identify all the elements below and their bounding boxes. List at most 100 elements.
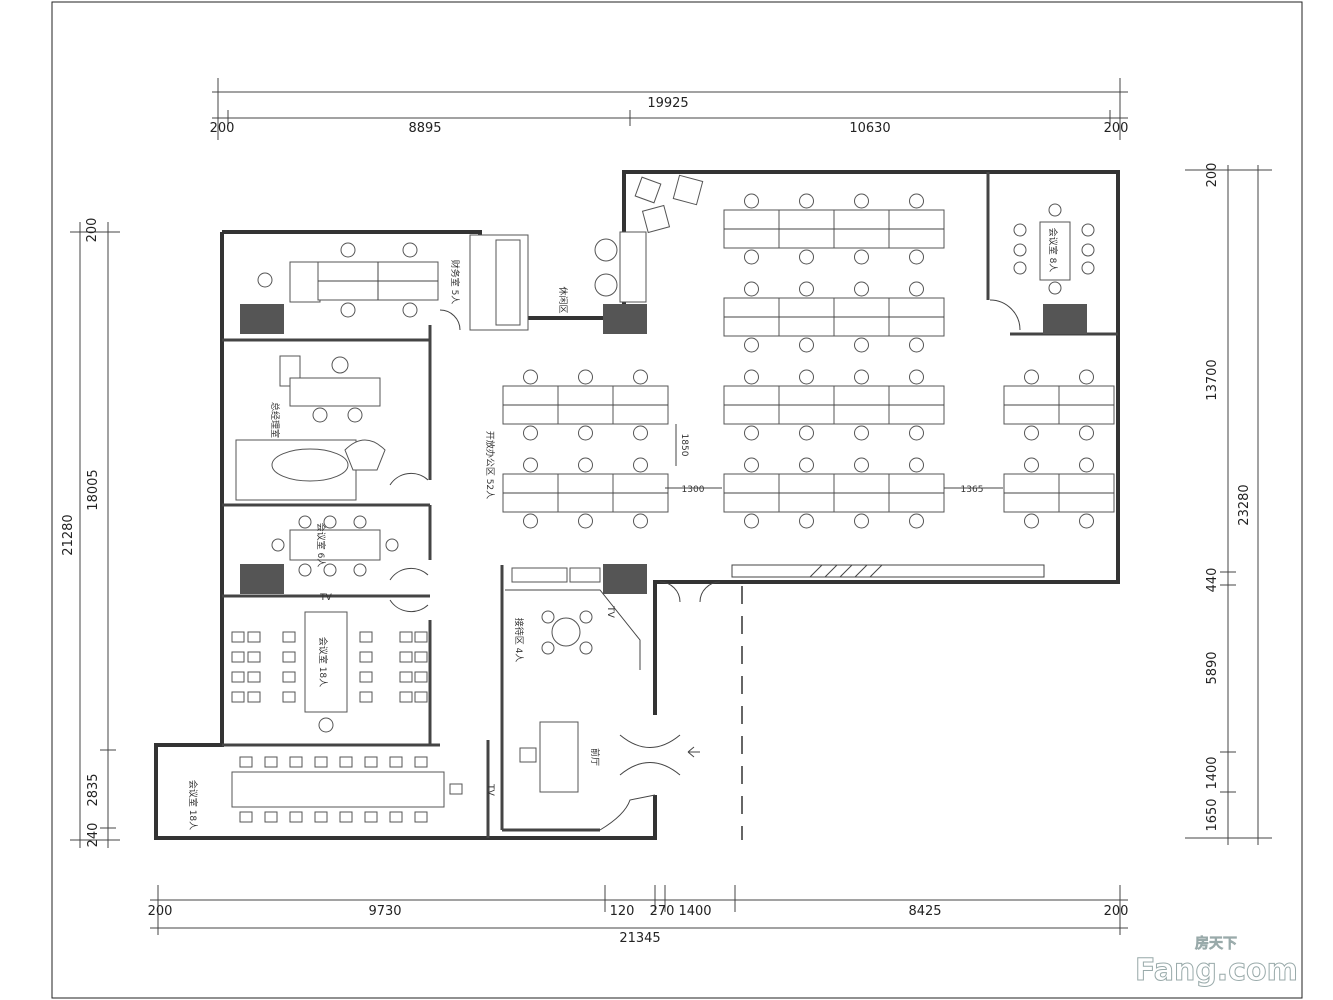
label-finance: 财务室 5人 (449, 260, 461, 305)
dim-left-seg-2: 18005 (86, 469, 101, 510)
desk-chair (909, 457, 924, 473)
dim-bottom-seg-4: 270 (650, 904, 675, 919)
desk-chair (799, 457, 814, 473)
watermark-cn: 房天下 (1195, 935, 1237, 952)
dim-left-total: 21280 (61, 514, 76, 555)
desk-chair (799, 193, 814, 209)
desk-chair (854, 457, 869, 473)
dim-top-seg-4: 200 (1104, 121, 1129, 136)
meeting-room-bottom: 会议室 18人 TV (187, 756, 495, 830)
dim-top-seg-2: 8895 (408, 121, 441, 136)
desk-chair (744, 369, 759, 385)
dim-right-seg-3: 440 (1205, 568, 1220, 593)
dim-top-seg-3: 10630 (849, 121, 890, 136)
desk-chair (523, 513, 538, 529)
dim-right-seg-6: 1650 (1205, 798, 1220, 831)
desk-chair (744, 425, 759, 441)
left-dimensions: 200 18005 2835 240 21280 (61, 218, 120, 848)
watermark-brand: Fang.com (1135, 953, 1298, 988)
bottom-dimensions: 200 9730 120 270 1400 8425 200 21345 (148, 885, 1129, 946)
label-meeting-8: 会议室 8人 (1047, 228, 1059, 273)
reception-area: 接待区 4人 TV (505, 567, 641, 670)
desk-chair (1079, 369, 1094, 385)
lounge-area: 休闲区 (557, 174, 704, 314)
dim-bottom-seg-2: 9730 (368, 904, 401, 919)
meeting-room-6: 会议室 6人 (271, 515, 399, 577)
desk-chair (1024, 369, 1039, 385)
desk-chair (633, 369, 648, 385)
desk-chair (1079, 425, 1094, 441)
desk-chair (523, 425, 538, 441)
desk-chair (1079, 513, 1094, 529)
dim-right-total: 23280 (1237, 484, 1252, 525)
dim-top-total: 19925 (647, 96, 688, 111)
gm-room: 总经理室 (235, 355, 386, 501)
entry (659, 581, 743, 840)
dim-left-seg-3: 2835 (86, 773, 101, 806)
dim-gap-2: 1365 (961, 485, 984, 495)
dim-right-seg-2: 13700 (1205, 359, 1220, 400)
desk-chair (909, 425, 924, 441)
label-meeting-bottom: 会议室 18人 (187, 780, 199, 830)
desk-chair (744, 337, 759, 353)
desk-chair (578, 425, 593, 441)
partitions (222, 172, 1118, 838)
desk-chair (799, 425, 814, 441)
lounge-cabinet (469, 231, 647, 331)
desk-chair (799, 281, 814, 297)
desk-chair (854, 337, 869, 353)
desk-chair (909, 513, 924, 529)
label-front-desk: 前厅 (589, 748, 601, 766)
dim-gap-1: 1300 (682, 485, 705, 495)
desk-chair (909, 281, 924, 297)
desk-chair (744, 249, 759, 265)
desk-chair (799, 337, 814, 353)
desk-chair (799, 249, 814, 265)
label-tv-1: TV (319, 593, 332, 603)
label-general-manager: 总经理室 (269, 402, 281, 438)
glazing (731, 564, 1045, 578)
desk-chair (909, 249, 924, 265)
desk-chair (744, 193, 759, 209)
desk-chair (799, 369, 814, 385)
desk-chair (633, 457, 648, 473)
meeting-room-8: 会议室 8人 (989, 203, 1095, 331)
desk-chair (1079, 457, 1094, 473)
desk-chair (854, 425, 869, 441)
desk-chair (578, 457, 593, 473)
desk-chair (909, 193, 924, 209)
label-meeting-large: 会议室 18人 (317, 637, 329, 687)
front-desk-area: 前厅 (519, 721, 700, 831)
dim-gap-3: 1850 (679, 434, 689, 457)
dim-left-seg-1: 200 (85, 218, 100, 243)
label-meeting-small: 会议室 6人 (315, 523, 327, 568)
label-reception: 接待区 4人 (513, 618, 525, 663)
desk-chair (854, 281, 869, 297)
label-lounge: 休闲区 (557, 286, 569, 313)
desk-chair (799, 513, 814, 529)
desk-chair (854, 193, 869, 209)
dim-bottom-seg-7: 200 (1104, 904, 1129, 919)
finance-room: 财务室 5人 (257, 242, 461, 318)
desk-chair (909, 337, 924, 353)
desk-chair (744, 513, 759, 529)
desk-chair (854, 369, 869, 385)
desk-chair (909, 369, 924, 385)
meeting-room-18: TV 会议室 18人 (231, 593, 428, 733)
bottom-meeting-chairs (239, 756, 463, 823)
watermark: Fang.com 房天下 (1135, 935, 1299, 989)
dim-bottom-seg-3: 120 (610, 904, 635, 919)
desk-chair (854, 249, 869, 265)
dim-right-seg-1: 200 (1205, 163, 1220, 188)
meeting-18-chairs-right (359, 631, 428, 703)
desk-chair (578, 513, 593, 529)
dim-bottom-total: 21345 (619, 931, 660, 946)
desk-chair (523, 457, 538, 473)
dim-right-seg-5: 1400 (1205, 756, 1220, 789)
desk-chair (1024, 513, 1039, 529)
dim-bottom-seg-1: 200 (148, 904, 173, 919)
dim-left-seg-4: 240 (86, 823, 101, 848)
meeting-18-chairs-left (231, 631, 296, 703)
desk-chair (1024, 425, 1039, 441)
